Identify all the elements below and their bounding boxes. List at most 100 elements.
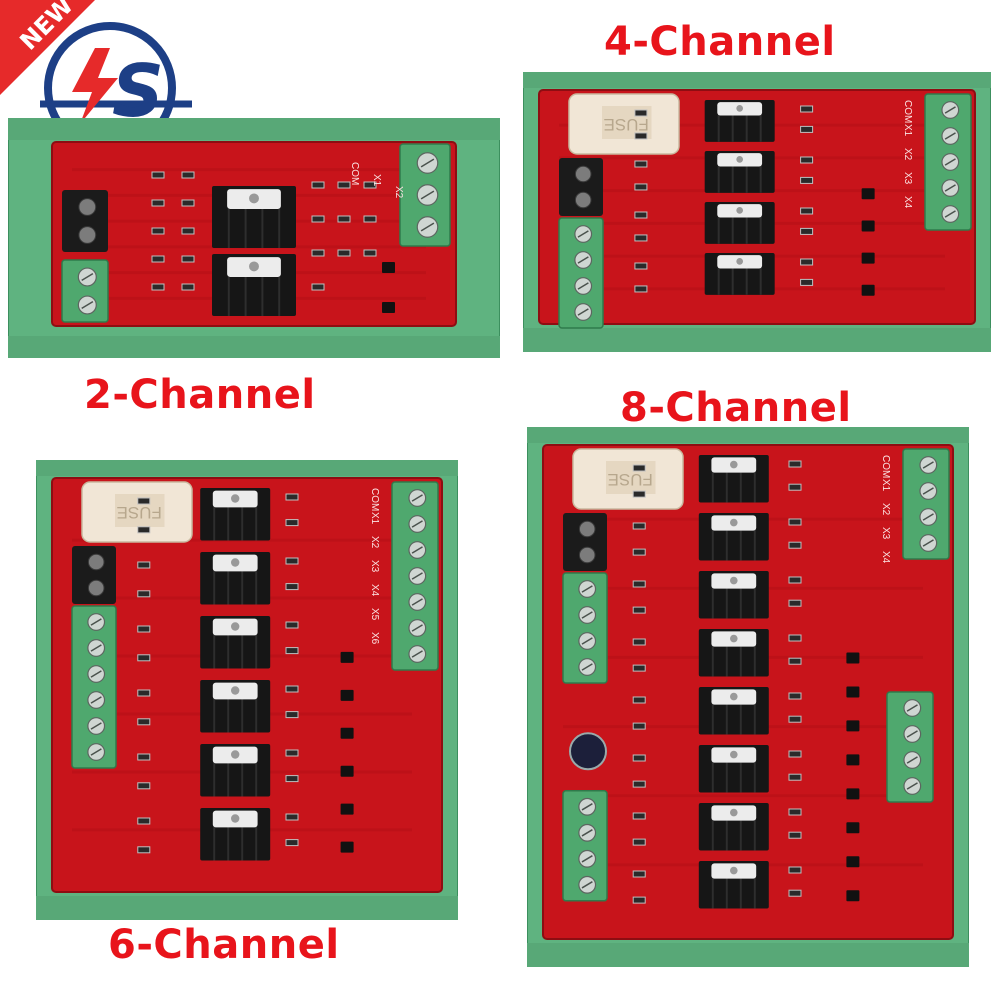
silkscreen-label: X1 <box>369 512 380 525</box>
din-rail-foot <box>527 943 969 967</box>
din-rail-foot <box>527 427 969 443</box>
silkscreen-label: COM <box>902 100 913 123</box>
mosfet-heatsink <box>212 254 296 316</box>
silkscreen-label: X4 <box>902 196 913 209</box>
silkscreen-label: X2 <box>880 503 891 516</box>
smd-resistor <box>788 599 802 607</box>
caption-2-channel: 2-Channel <box>84 372 316 418</box>
input-terminal-block <box>902 448 950 560</box>
smd-resistor <box>285 685 299 693</box>
smd-resistor <box>181 199 195 207</box>
optocoupler-chip <box>340 765 354 777</box>
smd-resistor <box>285 711 299 719</box>
optocoupler-chip <box>846 652 860 664</box>
din-rail-foot <box>36 460 458 476</box>
smd-resistor <box>137 718 151 726</box>
smd-resistor <box>800 156 814 164</box>
smd-resistor <box>788 518 802 526</box>
smd-resistor <box>634 183 648 191</box>
smd-resistor <box>788 715 802 723</box>
mosfet-heatsink <box>200 488 271 541</box>
silkscreen-label: X6 <box>369 632 380 645</box>
smd-resistor <box>788 634 802 642</box>
fuse-label: FUSE <box>117 503 162 522</box>
smd-resistor <box>181 171 195 179</box>
screw-icon <box>574 165 592 183</box>
smd-resistor <box>151 283 165 291</box>
smd-resistor <box>137 561 151 569</box>
caption-6-channel: 6-Channel <box>108 922 340 968</box>
smd-resistor <box>137 654 151 662</box>
fuse-holder: FUSE <box>572 448 684 510</box>
smd-resistor <box>337 215 351 223</box>
input-terminal-block <box>886 691 934 803</box>
power-terminal-block <box>559 158 603 216</box>
optocoupler-chip <box>846 788 860 800</box>
output-terminal-block <box>558 217 604 329</box>
optocoupler-chip <box>861 188 875 200</box>
smd-resistor <box>634 211 648 219</box>
smd-resistor <box>632 522 646 530</box>
silkscreen-label: X2 <box>369 536 380 549</box>
mosfet-heatsink <box>698 861 769 909</box>
smd-resistor <box>788 541 802 549</box>
din-rail-foot <box>8 336 500 358</box>
mosfet-heatsink <box>698 513 769 561</box>
input-terminal-block <box>391 481 439 671</box>
smd-resistor <box>800 258 814 266</box>
din-rail-foot <box>8 118 500 140</box>
smd-resistor <box>137 753 151 761</box>
smd-resistor <box>285 839 299 847</box>
mosfet-heatsink <box>200 680 271 733</box>
mosfet-heatsink <box>200 552 271 605</box>
mosfet-heatsink <box>698 803 769 851</box>
smd-resistor <box>632 870 646 878</box>
smd-resistor <box>285 493 299 501</box>
smd-resistor <box>634 285 648 293</box>
smd-resistor <box>788 831 802 839</box>
optocoupler-chip <box>340 689 354 701</box>
output-terminal-block <box>562 790 608 902</box>
mosfet-heatsink <box>200 808 271 861</box>
input-terminal-block <box>924 93 972 231</box>
screw-icon <box>87 579 105 597</box>
screw-icon <box>78 226 97 244</box>
smd-resistor <box>634 160 648 168</box>
smd-resistor <box>285 621 299 629</box>
silkscreen-label: X4 <box>369 584 380 597</box>
smd-resistor <box>632 638 646 646</box>
smd-resistor <box>788 808 802 816</box>
smd-resistor <box>151 171 165 179</box>
smd-resistor <box>788 460 802 468</box>
optocoupler-chip <box>846 822 860 834</box>
output-terminal-block <box>71 605 117 769</box>
fuse-label: FUSE <box>604 115 649 134</box>
smd-resistor <box>285 583 299 591</box>
mosfet-heatsink <box>200 616 271 669</box>
screw-icon <box>578 546 596 564</box>
smd-resistor <box>311 249 325 257</box>
silkscreen-label: X1 <box>371 174 382 187</box>
optocoupler-chip <box>846 720 860 732</box>
smd-resistor <box>137 497 151 505</box>
smd-resistor <box>311 283 325 291</box>
smd-resistor <box>137 590 151 598</box>
silkscreen-label: X2 <box>902 148 913 161</box>
smd-resistor <box>181 227 195 235</box>
smd-resistor <box>285 749 299 757</box>
smd-resistor <box>788 657 802 665</box>
smd-resistor <box>800 278 814 286</box>
silkscreen-label: X4 <box>880 551 891 564</box>
smd-resistor <box>634 262 648 270</box>
smd-resistor <box>151 199 165 207</box>
silkscreen-label: COM <box>369 488 380 511</box>
smd-resistor <box>337 181 351 189</box>
smd-resistor <box>363 215 377 223</box>
smd-resistor <box>800 125 814 133</box>
caption-8-channel: 8-Channel <box>620 385 852 431</box>
smd-resistor <box>285 519 299 527</box>
caption-4-channel: 4-Channel <box>604 19 836 65</box>
smd-resistor <box>788 889 802 897</box>
din-rail-foot <box>36 896 458 920</box>
